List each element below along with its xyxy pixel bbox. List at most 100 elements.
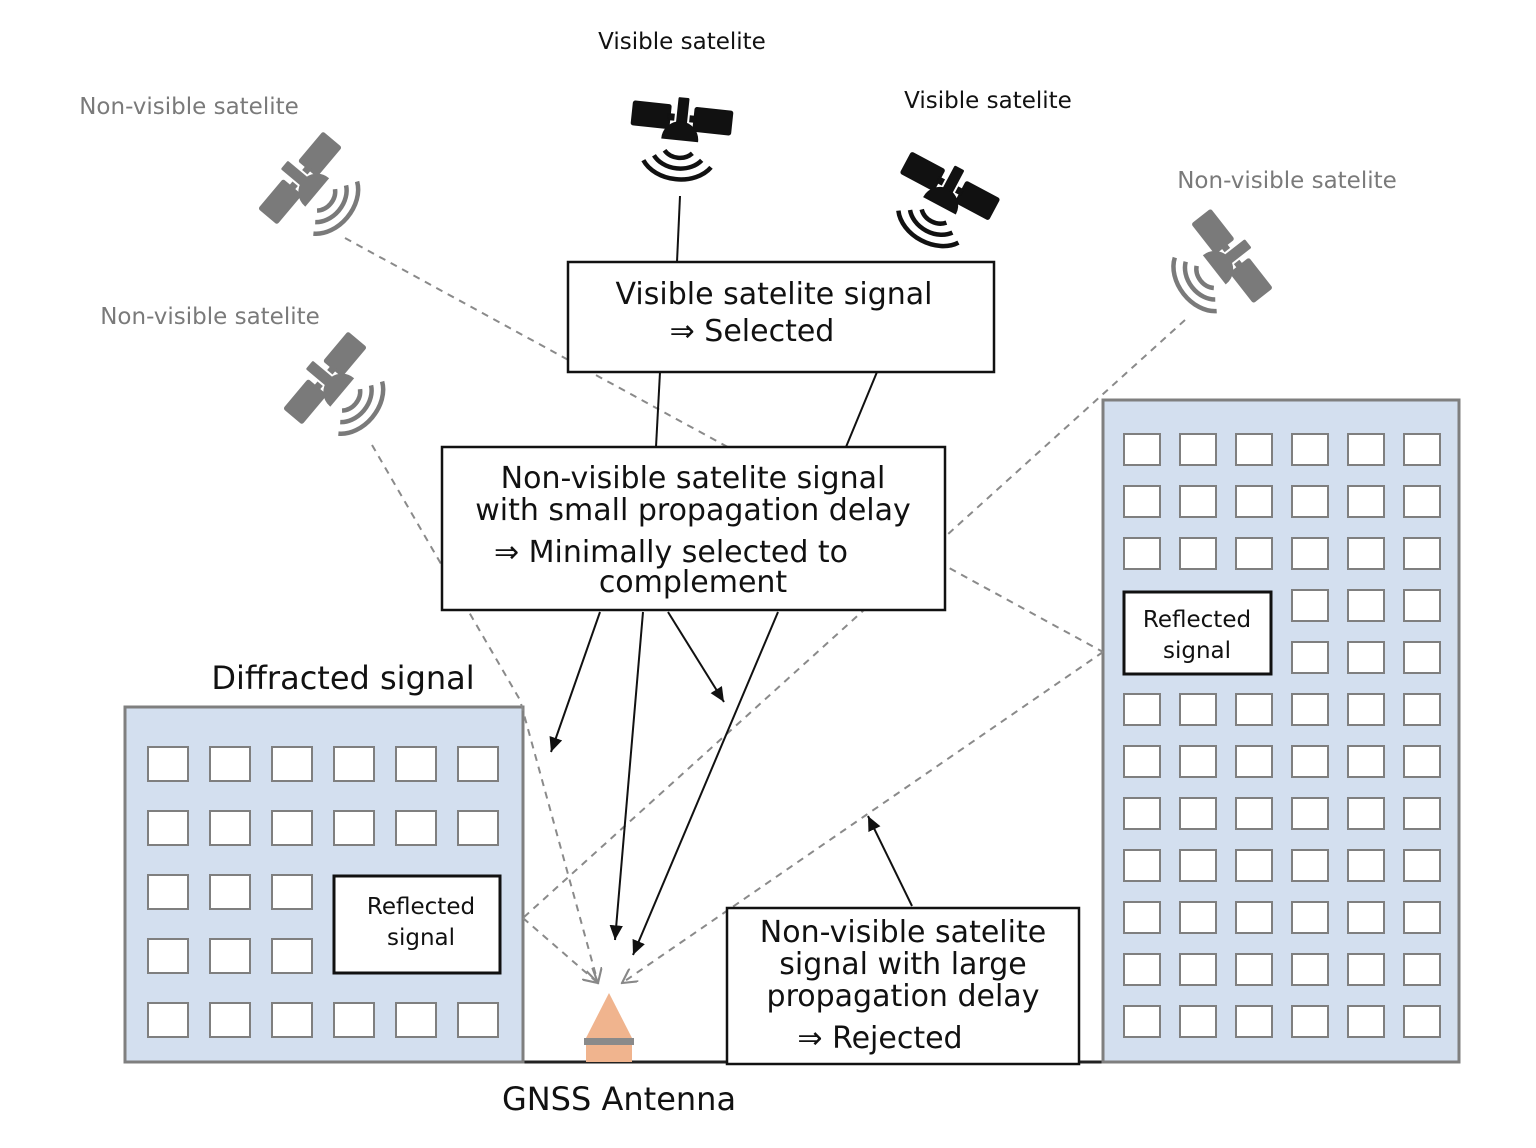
nonvisible-satellite-label-top-left: Non-visible satelite bbox=[79, 94, 299, 120]
building-window bbox=[333, 810, 375, 846]
nonvisible-satellite-label-mid-left: Non-visible satelite bbox=[100, 304, 320, 330]
building-window bbox=[271, 746, 313, 782]
building-window bbox=[1403, 485, 1441, 518]
building-window bbox=[457, 746, 499, 782]
building-window bbox=[1403, 1005, 1441, 1038]
building-window bbox=[1179, 693, 1217, 726]
left-building bbox=[123, 705, 525, 1064]
building-window bbox=[1123, 745, 1161, 778]
arrow-to-right bbox=[667, 611, 725, 703]
building-window bbox=[1291, 537, 1329, 570]
small-delay-box-line2: with small propagation delay bbox=[475, 493, 911, 528]
building-window bbox=[1235, 537, 1273, 570]
satellite-icon bbox=[1153, 204, 1279, 333]
building-window bbox=[1347, 537, 1385, 570]
building-window bbox=[1235, 953, 1273, 986]
building-window bbox=[1291, 953, 1329, 986]
building-window bbox=[457, 1002, 499, 1038]
small-delay-box: Non-visible satelite signal with small p… bbox=[440, 445, 947, 612]
gnss-antenna-icon bbox=[584, 993, 634, 1062]
large-delay-box-line4: ⇒ Rejected bbox=[797, 1021, 962, 1056]
building-window bbox=[1123, 537, 1161, 570]
building-window bbox=[1123, 797, 1161, 830]
building-window bbox=[1347, 953, 1385, 986]
building-window bbox=[1291, 745, 1329, 778]
building-window bbox=[147, 746, 189, 782]
visible-satellite-label-2: Visible satelite bbox=[904, 88, 1072, 114]
building-window bbox=[1347, 693, 1385, 726]
large-delay-box-line1: Non-visible satelite bbox=[760, 915, 1046, 950]
building-window bbox=[1347, 901, 1385, 934]
building-window bbox=[1235, 901, 1273, 934]
satellite-icon bbox=[626, 93, 734, 185]
visible-signal-2-top bbox=[845, 371, 878, 448]
building-window bbox=[1179, 433, 1217, 466]
small-delay-box-line3: ⇒ Minimally selected to bbox=[494, 535, 848, 570]
building-window bbox=[1123, 953, 1161, 986]
reflected-left-line2: signal bbox=[387, 925, 455, 951]
small-delay-box-line1: Non-visible satelite signal bbox=[501, 461, 886, 496]
visible-satellite-label-1: Visible satelite bbox=[598, 29, 766, 55]
visible-signal-box-line2: ⇒ Selected bbox=[670, 314, 835, 349]
reflected-signal-box-right: Reflected signal bbox=[1122, 590, 1273, 676]
building-window bbox=[147, 1002, 189, 1038]
nonvisible-satellite-label-right: Non-visible satelite bbox=[1177, 168, 1397, 194]
building-window bbox=[1179, 485, 1217, 518]
building-window bbox=[1347, 849, 1385, 882]
building-window bbox=[1403, 849, 1441, 882]
building-window bbox=[1179, 797, 1217, 830]
building-window bbox=[1347, 1005, 1385, 1038]
building-window bbox=[271, 938, 313, 974]
building-window bbox=[1291, 589, 1329, 622]
building-window bbox=[1347, 589, 1385, 622]
visible-signal-1-top bbox=[676, 195, 681, 263]
path-topleft-to-reflector bbox=[344, 237, 1104, 653]
right-building-windows bbox=[1123, 433, 1441, 1038]
building-window bbox=[1291, 641, 1329, 674]
gnss-antenna-label: GNSS Antenna bbox=[502, 1080, 736, 1118]
building-window bbox=[1403, 953, 1441, 986]
building-window bbox=[209, 746, 251, 782]
building-window bbox=[1235, 745, 1273, 778]
building-window bbox=[1123, 1005, 1161, 1038]
building-window bbox=[1179, 1005, 1217, 1038]
building-window bbox=[1403, 797, 1441, 830]
building-window bbox=[1179, 849, 1217, 882]
building-window bbox=[209, 938, 251, 974]
building-window bbox=[1347, 641, 1385, 674]
building-window bbox=[271, 810, 313, 846]
building-window bbox=[1123, 849, 1161, 882]
building-window bbox=[1347, 797, 1385, 830]
building-window bbox=[1403, 433, 1441, 466]
building-window bbox=[1347, 745, 1385, 778]
path-left-reflector-to-antenna bbox=[522, 917, 598, 983]
visible-signal-box: Visible satelite signal ⇒ Selected bbox=[566, 260, 996, 374]
path-right-to-left-reflector bbox=[522, 319, 1186, 919]
building-window bbox=[1403, 589, 1441, 622]
building-window bbox=[1123, 485, 1161, 518]
building-window bbox=[1123, 901, 1161, 934]
building-window bbox=[1291, 693, 1329, 726]
building-window bbox=[147, 938, 189, 974]
building-window bbox=[457, 810, 499, 846]
building-window bbox=[395, 810, 437, 846]
visible-signal-box-line1: Visible satelite signal bbox=[616, 277, 933, 312]
building-window bbox=[1291, 901, 1329, 934]
reflected-signal-box-left: Reflected signal bbox=[332, 874, 502, 975]
building-window bbox=[1347, 433, 1385, 466]
building-window bbox=[209, 874, 251, 910]
building-window bbox=[1291, 485, 1329, 518]
reflected-right-line1: Reflected bbox=[1143, 607, 1251, 633]
building-window bbox=[1291, 1005, 1329, 1038]
building-window bbox=[1235, 693, 1273, 726]
dashed-signal-paths bbox=[344, 237, 1186, 983]
small-delay-box-line4: complement bbox=[599, 565, 788, 600]
building-window bbox=[1235, 849, 1273, 882]
building-window bbox=[333, 746, 375, 782]
building-window bbox=[1291, 433, 1329, 466]
building-window bbox=[147, 810, 189, 846]
building-window bbox=[1347, 485, 1385, 518]
building-window bbox=[271, 874, 313, 910]
satellite-icon bbox=[278, 327, 405, 456]
left-building-windows bbox=[147, 746, 499, 1038]
